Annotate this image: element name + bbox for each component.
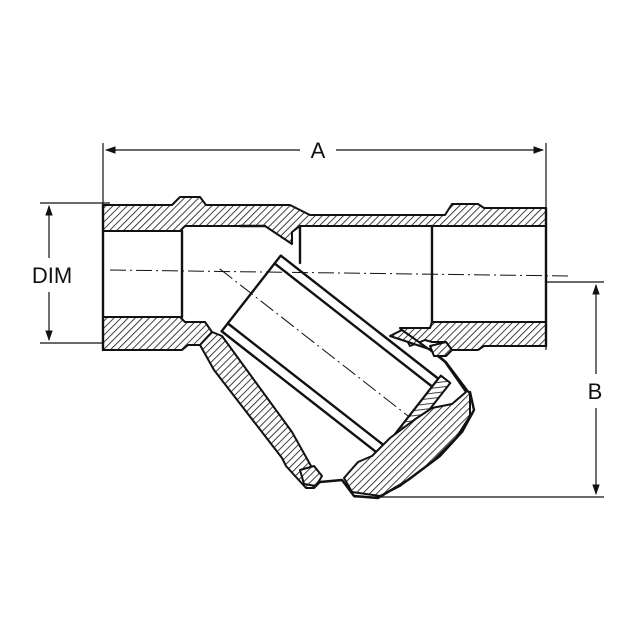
dimension-a-label: A <box>311 138 326 163</box>
body-lower-left-wall <box>102 316 213 351</box>
strainer-cap <box>343 329 471 497</box>
strainer-leg <box>199 254 476 500</box>
dimension-dim: DIM <box>32 202 110 344</box>
dimension-b: B <box>354 281 604 498</box>
strainer-body <box>101 196 571 352</box>
dimension-b-label: B <box>588 379 603 404</box>
leg-outer-wall <box>199 331 321 489</box>
dimension-dim-label: DIM <box>32 263 72 288</box>
body-upper-wall <box>102 196 547 245</box>
